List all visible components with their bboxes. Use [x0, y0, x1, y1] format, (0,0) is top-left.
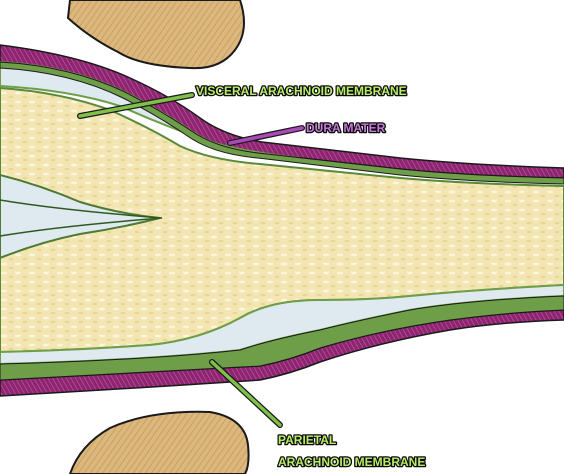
label-parietal-arachnoid: ARACHNOID MEMBRANE	[278, 455, 425, 469]
label-dura-mater: DURA MATER	[306, 121, 386, 135]
bone-top	[68, 0, 244, 68]
bone-bottom	[70, 412, 249, 474]
label-visceral-arachnoid: VISCERAL ARACHNOID MEMBRANE	[196, 84, 407, 98]
label-parietal: PARIETAL	[278, 433, 336, 447]
